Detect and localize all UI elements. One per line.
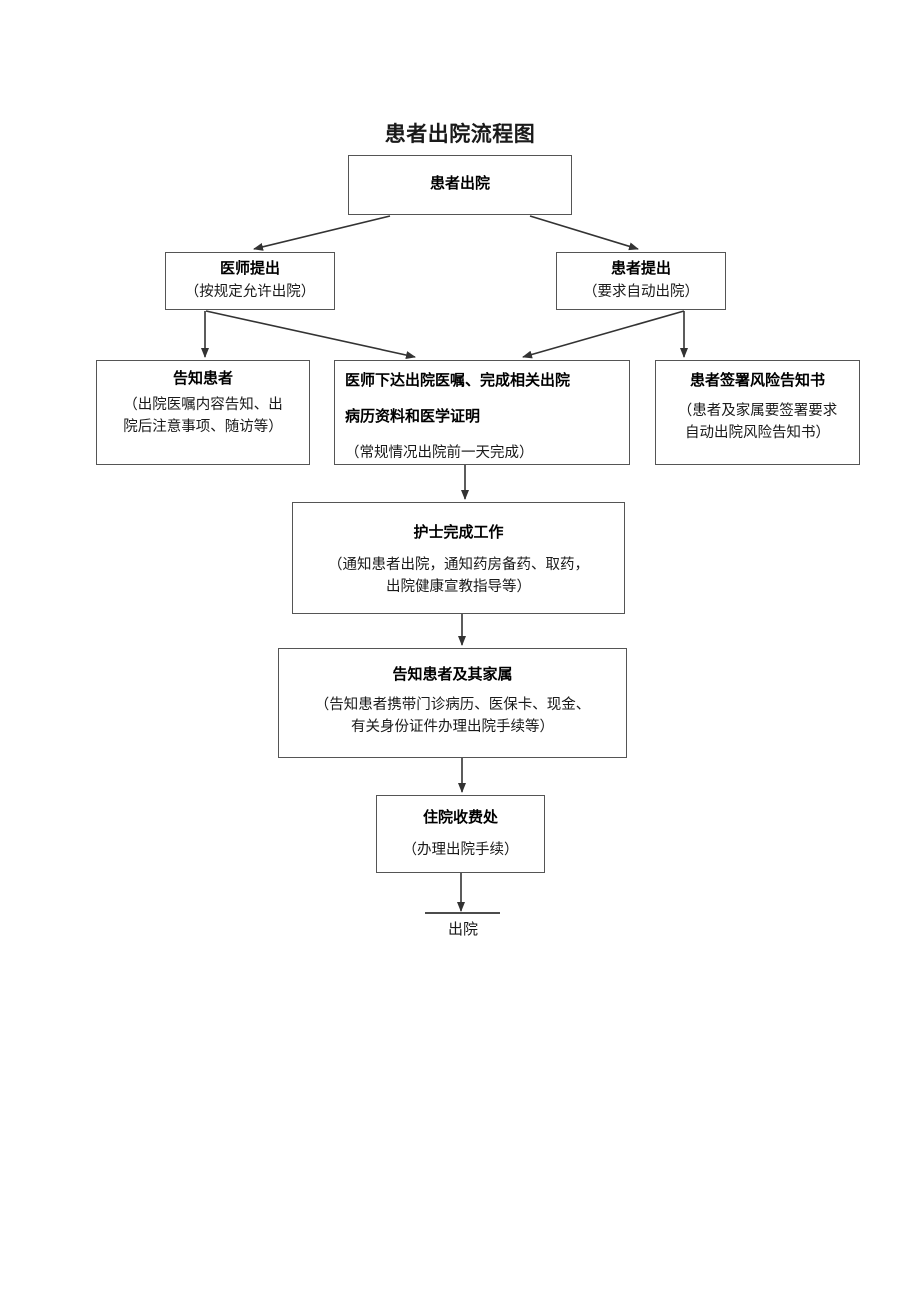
node-risk-notice-note-line1: （患者及家属要签署要求 xyxy=(677,402,838,419)
node-inform-patient-title: 告知患者 xyxy=(172,371,233,387)
node-inform-patient[interactable]: 告知患者 （出院医嘱内容告知、出 院后注意事项、随访等） xyxy=(96,360,310,465)
connector-start-to-patient xyxy=(529,215,639,251)
node-doctor-request-title: 医师提出 xyxy=(219,260,280,277)
node-patient-request-title: 患者提出 xyxy=(610,260,671,277)
node-nurse-work[interactable]: 护士完成工作 （通知患者出院，通知药房备药、取药， 出院健康宣教指导等） xyxy=(292,502,625,614)
node-start[interactable]: 患者出院 xyxy=(348,155,572,215)
node-nurse-work-title: 护士完成工作 xyxy=(413,525,504,541)
node-nurse-work-note-line1: （通知患者出院，通知药房备药、取药， xyxy=(328,556,589,573)
node-inform-family-title: 告知患者及其家属 xyxy=(392,667,513,683)
node-doctor-orders-title-line2: 病历资料和医学证明 xyxy=(345,408,481,425)
node-inform-patient-note-line2: 院后注意事项、随访等） xyxy=(123,418,283,435)
node-inform-family[interactable]: 告知患者及其家属 （告知患者携带门诊病历、医保卡、现金、 有关身份证件办理出院手… xyxy=(278,648,627,758)
node-cashier-note: （办理出院手续） xyxy=(402,841,519,858)
node-nurse-work-note-line2: 出院健康宣教指导等） xyxy=(386,578,531,595)
node-doctor-orders[interactable]: 医师下达出院医嘱、完成相关出院 病历资料和医学证明 （常规情况出院前一天完成） xyxy=(334,360,630,465)
node-risk-notice-note-line2: 自动出院风险告知书） xyxy=(685,424,830,441)
node-doctor-request-note: （按规定允许出院） xyxy=(184,283,316,300)
exit-label: 出院 xyxy=(447,921,478,938)
node-doctor-request[interactable]: 医师提出 （按规定允许出院） xyxy=(165,252,335,310)
node-patient-request[interactable]: 患者提出 （要求自动出院） xyxy=(556,252,726,310)
node-risk-notice[interactable]: 患者签署风险告知书 （患者及家属要签署要求 自动出院风险告知书） xyxy=(655,360,860,465)
node-start-title: 患者出院 xyxy=(429,176,490,193)
node-inform-patient-note-line1: （出院医嘱内容告知、出 xyxy=(123,396,283,413)
node-doctor-orders-note: （常规情况出院前一天完成） xyxy=(345,444,534,461)
node-inform-family-note-line2: 有关身份证件办理出院手续等） xyxy=(351,718,554,735)
connector-patient-to-orders xyxy=(522,310,685,359)
node-inform-family-note-line1: （告知患者携带门诊病历、医保卡、现金、 xyxy=(314,696,591,713)
node-patient-request-note: （要求自动出院） xyxy=(583,283,699,300)
node-doctor-orders-title-line1: 医师下达出院医嘱、完成相关出院 xyxy=(345,373,571,389)
connector-doctor-to-orders xyxy=(205,310,416,359)
node-cashier[interactable]: 住院收费处 （办理出院手续） xyxy=(376,795,545,873)
node-cashier-title: 住院收费处 xyxy=(422,810,498,826)
node-risk-notice-title: 患者签署风险告知书 xyxy=(689,373,825,389)
page-title: 患者出院流程图 xyxy=(384,123,536,146)
connector-start-to-doctor xyxy=(253,215,391,251)
